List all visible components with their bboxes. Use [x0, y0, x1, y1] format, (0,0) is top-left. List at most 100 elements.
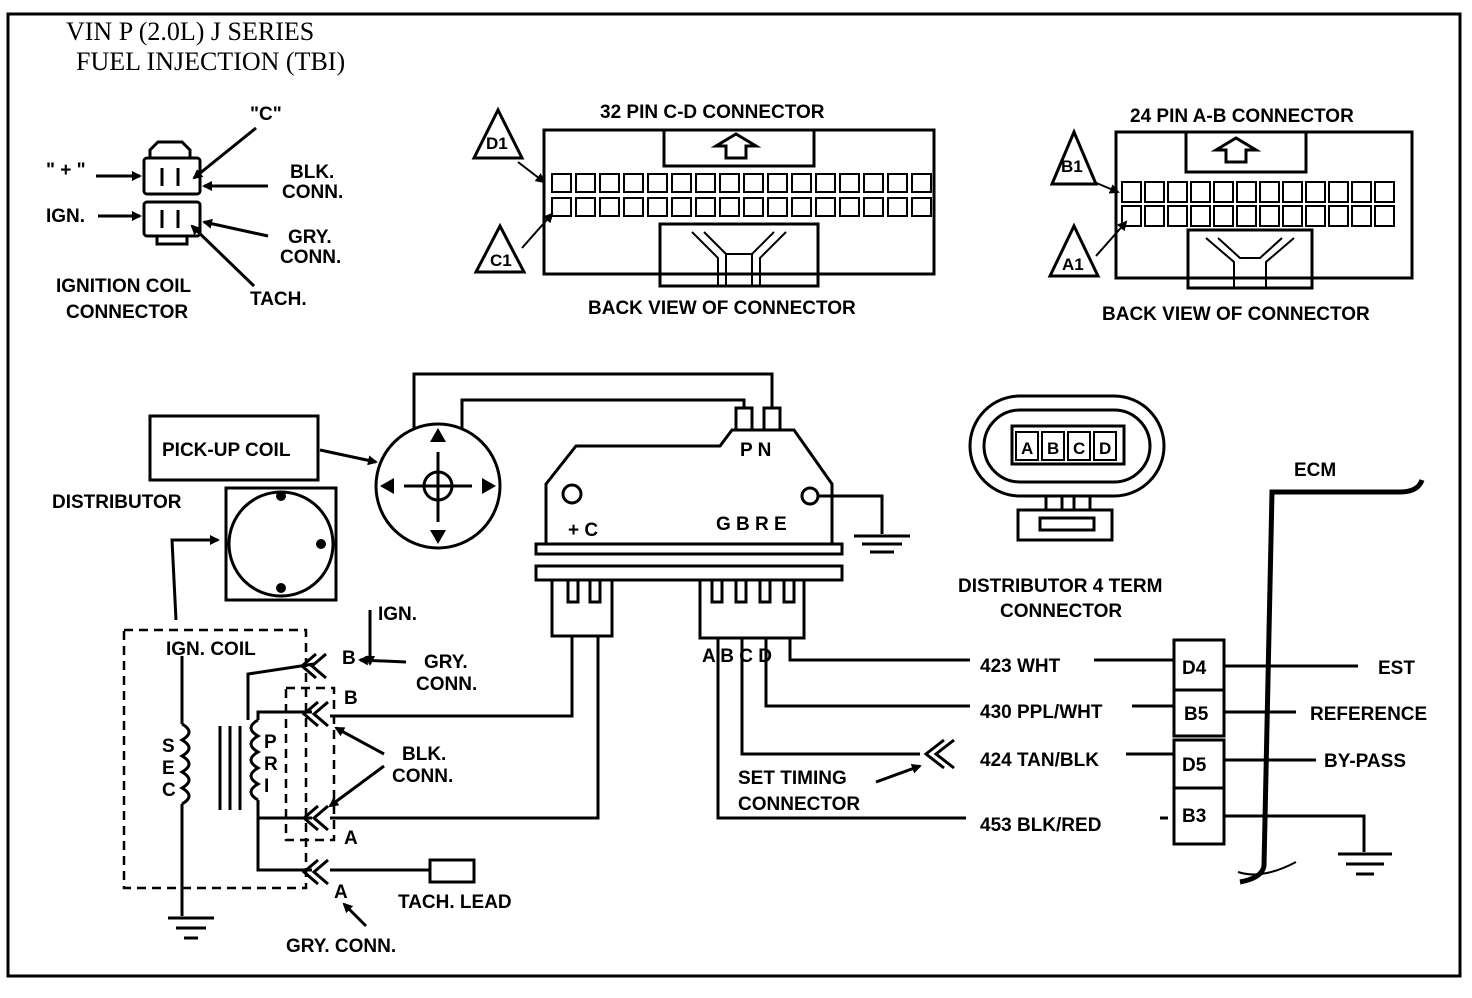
connector-pin — [791, 173, 812, 193]
connector-pin — [911, 197, 932, 217]
connector-pin — [575, 173, 596, 193]
connector-pin — [1144, 205, 1165, 227]
connector-pin — [551, 173, 572, 193]
connector-pin — [743, 197, 764, 217]
connector-pin — [839, 197, 860, 217]
connector-pin — [695, 197, 716, 217]
dist-pin-a-label: A — [1021, 439, 1033, 458]
connector-pin — [1236, 205, 1257, 227]
connector-pin — [1305, 181, 1326, 203]
connector-32-pin: 32 PIN C-D CONNECTOR D1 C1 BACK VIEW OF … — [471, 102, 936, 319]
gry-conn-bottom-label: GRY. CONN. — [286, 936, 396, 957]
ecm-pin-d4-label: D4 — [1182, 658, 1207, 679]
ecm-label: ECM — [1294, 460, 1336, 481]
connector-pin — [623, 173, 644, 193]
connector-pin — [1213, 205, 1234, 227]
set-timing-label-1: SET TIMING — [738, 768, 847, 789]
connector-pin — [1328, 181, 1349, 203]
connector-pin — [1282, 205, 1303, 227]
ign-coil-label: IGN. COIL — [166, 639, 256, 660]
module-plus-c-label: + C — [568, 520, 598, 541]
pin-label-a1: A1 — [1062, 255, 1084, 274]
coil-blk-label: BLK. — [290, 162, 334, 183]
coil-caption-1: IGNITION COIL — [56, 276, 192, 297]
title-line-2: FUEL INJECTION (TBI) — [76, 47, 345, 76]
connector-pin — [1121, 181, 1142, 203]
connector-pin — [1305, 205, 1326, 227]
coil-ign-label: IGN. — [46, 206, 85, 227]
module-abcd-label: A B C D — [702, 646, 772, 667]
connector-pin — [719, 173, 740, 193]
pri-letter-p: P — [264, 732, 277, 753]
connector-pin — [1282, 181, 1303, 203]
connector-pin — [911, 173, 932, 193]
connector-pin — [863, 173, 884, 193]
connector-24-pin: 24 PIN A-B CONNECTOR B1 A1 BACK VIEW OF … — [1047, 106, 1414, 325]
wire-430-ppl-wht: 430 PPL/WHT — [980, 702, 1103, 723]
a-label-2: A — [334, 882, 348, 903]
connector-pin — [647, 197, 668, 217]
b-label-2: B — [344, 688, 358, 709]
connector-32-title: 32 PIN C-D CONNECTOR — [600, 102, 825, 123]
ignition-coil-connector: "C" " + " IGN. BLK. CONN. GRY. CONN. TAC… — [46, 104, 343, 323]
module-terminals-label: G B R E — [716, 514, 787, 535]
connector-pin — [1351, 181, 1372, 203]
module-ecm-wires: 423 WHT 430 PPL/WHT 424 TAN/BLK 453 BLK/… — [716, 638, 1174, 836]
pri-letter-i: I — [264, 776, 269, 797]
sec-letter-s: S — [162, 736, 175, 757]
distributor-label: DISTRIBUTOR — [52, 492, 182, 513]
connector-pin — [695, 173, 716, 193]
ign-label-coil: IGN. — [378, 604, 417, 625]
blk-label: BLK. — [402, 744, 446, 765]
wire-453-blk-red: 453 BLK/RED — [980, 815, 1101, 836]
connector-pin — [1144, 181, 1165, 203]
title-line-1: VIN P (2.0L) J SERIES — [66, 17, 314, 46]
distributor-4-term-connector: A B C D DISTRIBUTOR 4 TERM CONNECTOR — [958, 394, 1166, 622]
module-pn-label: P N — [740, 440, 771, 461]
connector-pin — [575, 197, 596, 217]
ecm: ECM D4 B5 D5 B3 EST REFERENCE BY-PASS — [1172, 460, 1427, 885]
connector-pin — [791, 197, 812, 217]
connector-pin — [719, 197, 740, 217]
connector-pin — [767, 197, 788, 217]
coil-gry-label: GRY. — [288, 227, 332, 248]
connector-pin — [1259, 181, 1280, 203]
pin-label-d1: D1 — [486, 134, 508, 153]
wire-424-tan-blk: 424 TAN/BLK — [980, 750, 1099, 771]
dist-4term-caption-1: DISTRIBUTOR 4 TERM — [958, 576, 1162, 597]
connector-pin — [671, 173, 692, 193]
dist-pin-d — [1093, 431, 1117, 461]
ecm-signal-bypass: BY-PASS — [1324, 751, 1406, 772]
ignition-module: P N + C G B R E A B C D — [534, 406, 910, 667]
connector-pin — [815, 173, 836, 193]
ecm-signal-reference: REFERENCE — [1310, 704, 1427, 725]
connector-pin — [647, 173, 668, 193]
pickup-coil: PICK-UP COIL — [148, 372, 774, 550]
ignition-coil-schematic: IGN. COIL S E C P R I TACH. LEAD — [122, 604, 600, 957]
connector-pin — [1190, 205, 1211, 227]
sec-letter-c: C — [162, 780, 176, 801]
blk-conn-label: CONN. — [392, 766, 453, 787]
sec-letter-e: E — [162, 758, 175, 779]
ecm-signal-est: EST — [1378, 658, 1415, 679]
connector-32-caption: BACK VIEW OF CONNECTOR — [588, 298, 856, 319]
connector-pin — [1374, 205, 1395, 227]
dist-4term-caption-2: CONNECTOR — [1000, 601, 1122, 622]
connector-pin — [623, 197, 644, 217]
connector-pin — [1167, 205, 1188, 227]
dist-pin-b — [1041, 431, 1065, 461]
dist-pin-b-label: B — [1047, 439, 1059, 458]
b-label-1: B — [342, 648, 356, 669]
connector-24-caption: BACK VIEW OF CONNECTOR — [1102, 304, 1370, 325]
connector-pin — [599, 197, 620, 217]
coil-caption-2: CONNECTOR — [66, 302, 188, 323]
connector-pin — [815, 197, 836, 217]
pickup-coil-label: PICK-UP COIL — [162, 440, 291, 461]
pin-label-c1: C1 — [490, 251, 512, 270]
distributor: DISTRIBUTOR — [52, 486, 338, 621]
connector-pin — [671, 197, 692, 217]
tach-lead-label: TACH. LEAD — [398, 892, 512, 913]
connector-pin — [1328, 205, 1349, 227]
connector-pin — [599, 173, 620, 193]
